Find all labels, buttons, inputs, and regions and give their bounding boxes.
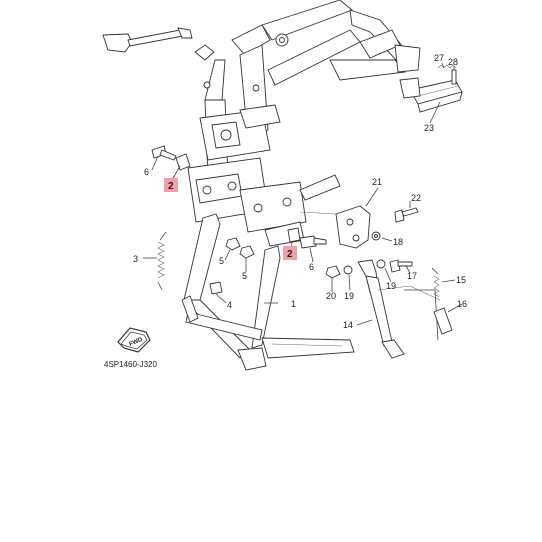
callout-20: 20 [326, 291, 336, 301]
callouts: 6 2 3 4 5 5 1 2 6 21 22 18 19 17 19 20 1… [133, 53, 467, 330]
callout-19-left: 19 [344, 291, 354, 301]
callout-1: 1 [291, 299, 296, 309]
brake-pedal-drawing [102, 27, 193, 53]
callout-4: 4 [227, 300, 232, 310]
callout-18: 18 [393, 237, 403, 247]
callout-27: 27 [434, 53, 444, 63]
callout-5-right: 5 [242, 271, 247, 281]
main-stand-drawing [181, 213, 355, 371]
side-stand-spring-drawing [431, 267, 453, 335]
frame-drawing [187, 0, 421, 247]
callout-22: 22 [411, 193, 421, 203]
fwd-arrow: FWD [117, 327, 151, 353]
callout-6-left: 6 [144, 167, 149, 177]
callout-2-right-highlight [283, 246, 297, 260]
callout-2-left: 2 [168, 181, 174, 192]
side-stand-drawing [357, 259, 441, 359]
hardware-drawing [151, 145, 419, 295]
fwd-label: FWD [129, 336, 145, 347]
callout-3: 3 [133, 254, 138, 264]
callout-5-left: 5 [219, 256, 224, 266]
callout-19-right: 19 [386, 281, 396, 291]
diagram-code: 4SP1460-J320 [104, 360, 157, 369]
footrest-drawing [399, 64, 463, 113]
callout-28: 28 [448, 57, 458, 67]
side-stand-bracket-drawing [299, 205, 371, 249]
callout-15: 15 [456, 275, 466, 285]
callout-6-right: 6 [309, 262, 314, 272]
callout-16: 16 [457, 299, 467, 309]
callout-2-left-highlight [164, 178, 178, 192]
callout-2-right: 2 [287, 249, 293, 260]
callout-17: 17 [407, 271, 417, 281]
return-spring-drawing [157, 231, 167, 291]
callout-23: 23 [424, 123, 434, 133]
callout-21: 21 [372, 177, 382, 187]
callout-14: 14 [343, 320, 353, 330]
